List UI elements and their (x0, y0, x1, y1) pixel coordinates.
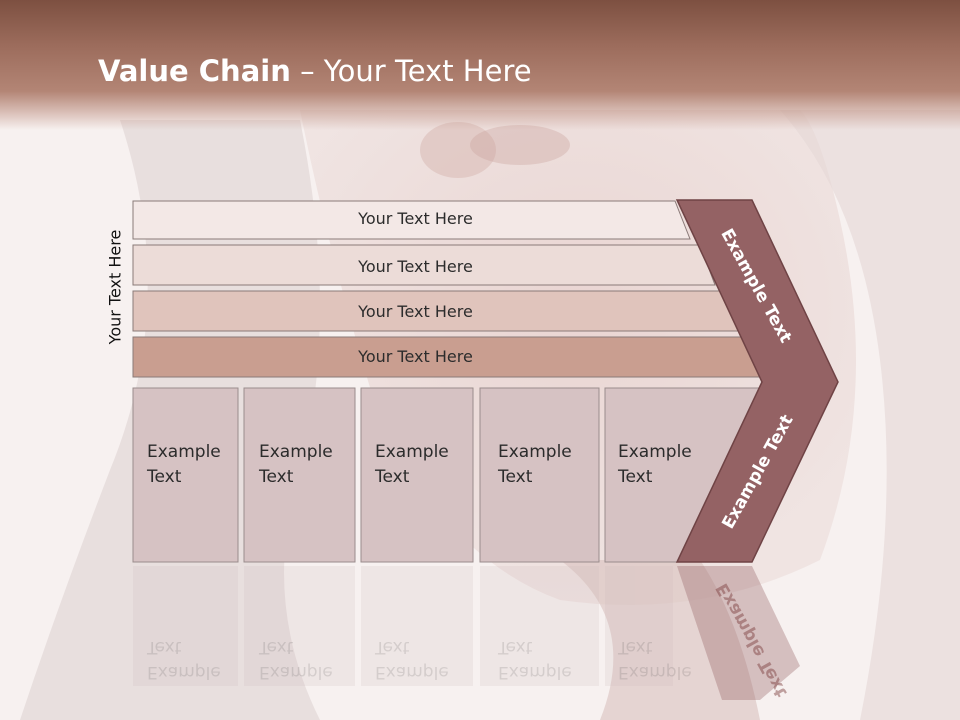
activity-cell-4 (479, 387, 600, 563)
cell-line-2: Text (259, 467, 294, 487)
activity-cell-1 (132, 387, 239, 563)
cell-reflect-line-2: Text (498, 637, 533, 657)
activity-cell-2-reflection: Example Text (259, 634, 333, 684)
cell-line-2: Text (498, 467, 533, 487)
cell-line-2: Text (147, 467, 182, 487)
chevron-arrow (675, 199, 839, 563)
cell-reflect-line-1: Example (618, 662, 692, 682)
slide-title-rest: – Your Text Here (290, 54, 532, 88)
activity-cell-5-reflection: Example Text (618, 634, 692, 684)
slide-title: Value Chain – Your Text Here (98, 54, 532, 88)
activity-cell-3-reflection: Example Text (375, 634, 449, 684)
chevron-arrow-reflection (677, 566, 800, 700)
cell-line-1: Example (375, 442, 449, 462)
cell-reflect-line-1: Example (259, 662, 333, 682)
cell-reflect-line-2: Text (618, 637, 653, 657)
cell-line-1: Example (498, 442, 572, 462)
support-bar-4-label: Your Text Here (358, 347, 473, 366)
cell-line-1: Example (259, 442, 333, 462)
support-bar-1 (132, 200, 691, 240)
support-bar-3-label: Your Text Here (358, 302, 473, 321)
support-bar-2 (132, 244, 716, 286)
support-bar-2-label: Your Text Here (358, 257, 473, 276)
cell-reflect-line-1: Example (498, 662, 572, 682)
cell-reflect-line-1: Example (375, 662, 449, 682)
cell-reflect-line-1: Example (147, 662, 221, 682)
cell-line-2: Text (618, 467, 653, 487)
activity-cell-4-reflection: Example Text (498, 634, 572, 684)
cells-reflection (133, 566, 673, 686)
slide-title-bold: Value Chain (98, 54, 291, 88)
cell-line-1: Example (147, 442, 221, 462)
activity-cell-1-reflection: Example Text (147, 634, 221, 684)
cell-line-1: Example (618, 442, 692, 462)
title-banner: Value Chain – Your Text Here (0, 0, 960, 130)
activity-cell-3 (360, 387, 474, 563)
cell-reflect-line-2: Text (147, 637, 182, 657)
cell-reflect-line-2: Text (259, 637, 294, 657)
support-bar-1-label: Your Text Here (358, 209, 473, 228)
cell-reflect-line-2: Text (375, 637, 410, 657)
cell-line-2: Text (375, 467, 410, 487)
activity-cell-2 (243, 387, 356, 563)
